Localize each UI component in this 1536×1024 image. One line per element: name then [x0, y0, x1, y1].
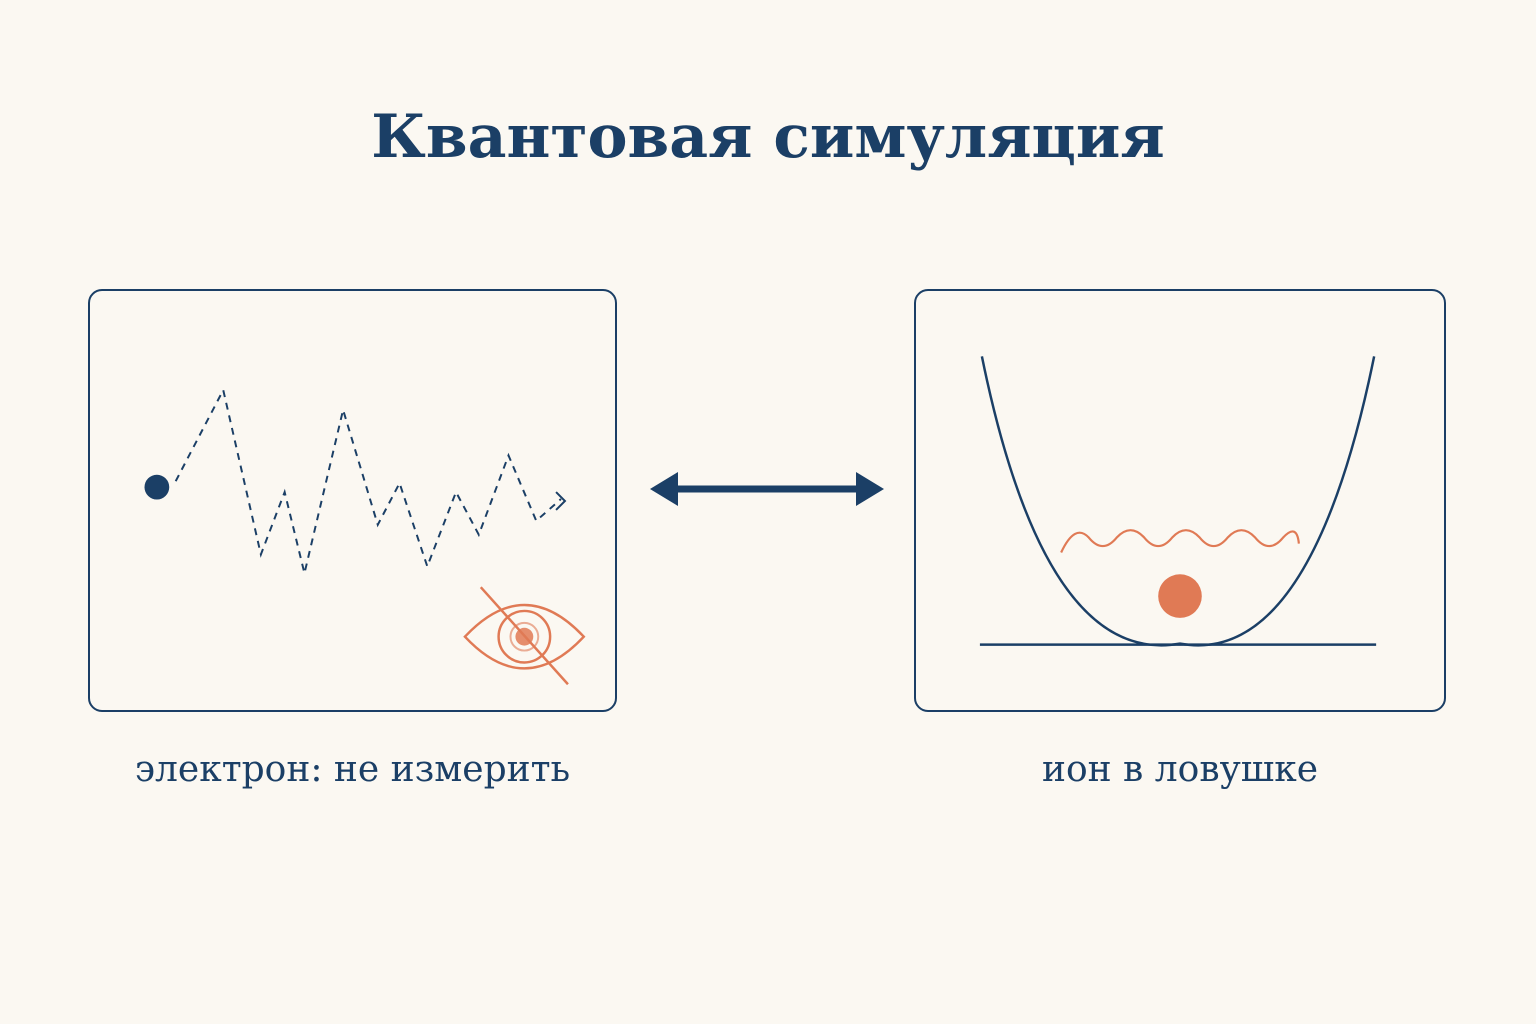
electron-icon [144, 474, 170, 500]
page-title: Квантовая симуляция [371, 102, 1165, 172]
electron-panel [88, 289, 617, 712]
ion-icon [1158, 574, 1202, 618]
oscillation-wave-icon [1060, 529, 1300, 553]
ion-trap-panel [914, 289, 1446, 712]
double-arrow-icon [650, 472, 884, 506]
potential-well-icon [979, 356, 1377, 647]
electron-caption: электрон: не измерить [134, 749, 571, 790]
ion-caption: ион в ловушке [1041, 749, 1319, 790]
crossed-eye-icon [463, 586, 586, 686]
trajectory-icon [174, 387, 567, 574]
